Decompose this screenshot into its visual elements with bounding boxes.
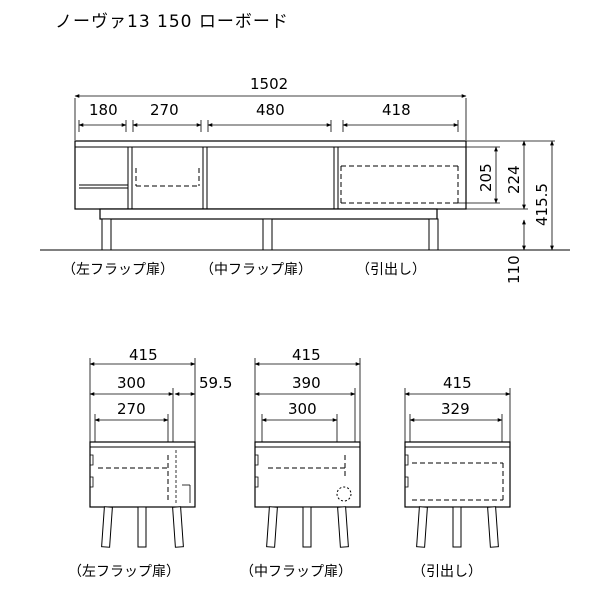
height-label-224: 224 — [505, 165, 523, 194]
hinge-circle — [336, 486, 352, 502]
side2-caption: （中フラップ扉） — [240, 564, 352, 580]
side2-inner-width: 300 — [288, 400, 317, 418]
side3-outer-width: 415 — [443, 374, 472, 392]
side3-inner-width: 329 — [441, 400, 470, 418]
height-label-110: 110 — [505, 255, 523, 284]
width-label-3: 480 — [256, 101, 285, 119]
overall-width-label: 1502 — [250, 75, 288, 93]
side1-extra-width: 59.5 — [199, 374, 232, 392]
front-caption-center: （中フラップ扉） — [200, 262, 312, 278]
width-label-2: 270 — [150, 101, 179, 119]
side1-mid-width: 300 — [117, 374, 146, 392]
overall-width-dimension: 1502 — [74, 75, 467, 140]
side3-caption: （引出し） — [412, 564, 482, 580]
front-view: 1502 180 270 480 418 — [40, 75, 570, 284]
side1-caption: （左フラップ扉） — [68, 564, 180, 580]
side-view-center-flap: 415 390 300 （中フラップ扉） — [240, 346, 361, 580]
width-label-1: 180 — [89, 101, 118, 119]
side-view-drawer: 415 329 （引出し） — [404, 374, 511, 580]
height-label-4155: 415.5 — [533, 183, 551, 226]
height-dimensions: 205 224 415.5 110 — [458, 140, 555, 284]
front-caption-right: （引出し） — [356, 262, 426, 278]
section-width-dimensions: 180 270 480 418 — [78, 101, 459, 132]
cabinet-body — [74, 140, 467, 220]
width-label-4: 418 — [382, 101, 411, 119]
side1-outer-width: 415 — [129, 346, 158, 364]
side2-mid-width: 390 — [292, 374, 321, 392]
drawing-title: ノーヴァ13 150 ローボード — [55, 12, 289, 32]
front-legs — [101, 218, 439, 251]
side1-inner-width: 270 — [117, 400, 146, 418]
side-view-left-flap: 415 300 59.5 270 （左フラップ扉） — [68, 346, 232, 580]
side2-outer-width: 415 — [292, 346, 321, 364]
front-caption-left: （左フラップ扉） — [62, 262, 174, 278]
height-label-205: 205 — [477, 163, 495, 192]
